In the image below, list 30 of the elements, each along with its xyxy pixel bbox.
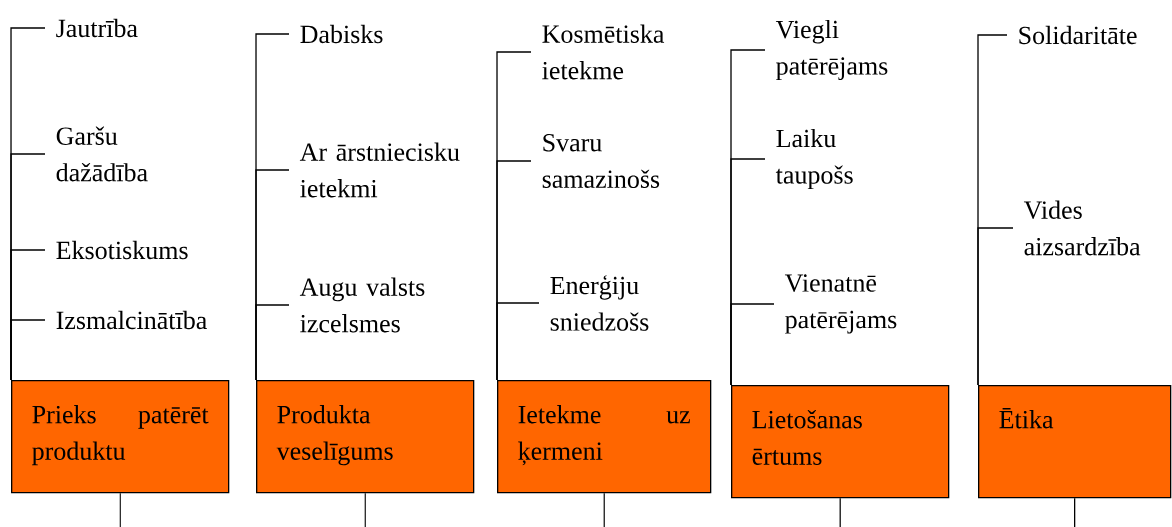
- bracket-line: [977, 227, 1014, 386]
- category-box: Produkta veselīgums: [256, 380, 475, 494]
- item-label: Vienatnē patērējams: [784, 274, 897, 334]
- item-label: Ar ārstniecisku ietekmi: [299, 142, 460, 198]
- stem-line: [603, 492, 605, 527]
- bracket-line: [10, 319, 46, 381]
- bracket-line: [496, 302, 540, 381]
- item-label: Svaru samazinošs: [542, 134, 660, 188]
- item-label: Laiku taupošs: [775, 128, 853, 190]
- stem-line: [1074, 497, 1076, 527]
- category-box: Ietekme uz ķermeni: [497, 380, 712, 494]
- item-label: Jautrība: [56, 18, 138, 38]
- category-box: Ētika: [978, 385, 1172, 499]
- bracket-line: [730, 303, 775, 386]
- item-label: Viegli patērējams: [775, 19, 888, 81]
- category-box: Prieks patērēt produktu: [11, 380, 230, 494]
- bracket-line: [255, 304, 290, 381]
- stem-line: [364, 492, 366, 527]
- stem-line: [119, 492, 121, 527]
- item-label: Izsmalcinātība: [56, 310, 207, 330]
- category-box: Lietošanas ērtums: [731, 385, 950, 499]
- item-label: Garšu dažādība: [56, 126, 148, 182]
- stem-line: [839, 497, 841, 527]
- item-label: Eksotiskums: [56, 240, 188, 260]
- item-label: Kosmētiska ietekme: [542, 24, 665, 80]
- item-label: Enerģiju sniedzošs: [550, 275, 649, 331]
- item-label: Vides aizsardzība: [1023, 200, 1141, 256]
- item-label: Solidaritāte: [1019, 25, 1137, 45]
- item-label: Augu valsts izcelsmes: [299, 277, 425, 333]
- item-label: Dabisks: [300, 24, 383, 44]
